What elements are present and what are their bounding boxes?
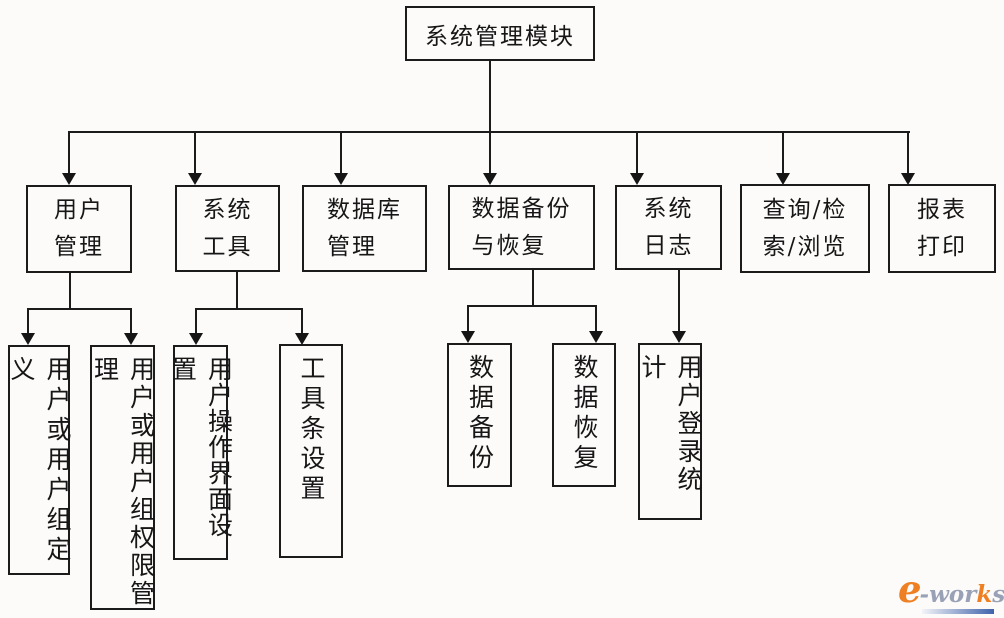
connector-drop (907, 131, 909, 173)
arrowhead (189, 333, 203, 345)
eworks-logo-mid: -wor (919, 581, 977, 608)
connector-drop (130, 308, 132, 333)
connector-stem (69, 273, 71, 310)
node-label: 报表 打印 (917, 196, 967, 260)
eworks-logo-gradient-bar (922, 609, 994, 614)
node-user-management: 用户 管理 (26, 185, 132, 273)
connector-drop (782, 131, 784, 173)
connector-drop (68, 131, 70, 173)
node-user-group-permission-management: 用户或用户组权限管理 (90, 345, 156, 610)
connector-drop (636, 131, 638, 173)
arrowhead (188, 173, 202, 185)
node-report-printing: 报表 打印 (888, 184, 996, 273)
node-label: 用户或用户组权限管理 (90, 356, 156, 608)
connector-drop (340, 131, 342, 173)
arrowhead (62, 173, 76, 185)
connector-stem (532, 270, 534, 307)
connector-drop (301, 308, 303, 333)
eworks-logo-s: s (992, 581, 1004, 608)
node-label: 系统 日志 (643, 195, 694, 259)
connector-rail (467, 305, 597, 307)
node-label: 用户操作界面设置 (168, 356, 234, 538)
arrowhead (124, 333, 138, 345)
eworks-logo-e: e (898, 567, 922, 611)
connector-drop (489, 131, 491, 173)
arrowhead (672, 331, 686, 343)
node-label: 用户登录统计 (638, 354, 703, 494)
node-label: 数据备份 与恢复 (471, 195, 572, 259)
node-label: 数据库 管理 (327, 196, 402, 260)
node-user-group-definition: 用户或用户组定义 (7, 345, 72, 575)
arrowhead (901, 173, 915, 185)
connector-rail (195, 308, 303, 310)
node-label: 工具条设置 (297, 355, 326, 505)
arrowhead (21, 333, 35, 345)
node-label: 系统管理模块 (425, 23, 575, 50)
node-data-backup: 数据备份 (447, 343, 512, 487)
arrowhead (483, 173, 497, 185)
node-system-tools: 系统 工具 (175, 185, 280, 272)
eworks-logo-k: k (976, 581, 993, 608)
connector-rail (27, 308, 132, 310)
node-label: 用户 管理 (54, 197, 104, 260)
arrowhead (295, 333, 309, 345)
node-label: 数据恢复 (570, 354, 599, 474)
eworks-watermark: e-works (898, 571, 1004, 616)
node-data-restore: 数据恢复 (552, 343, 616, 487)
arrowhead (776, 173, 790, 185)
arrowhead (630, 173, 644, 185)
node-user-interface-settings: 用户操作界面设置 (169, 345, 234, 560)
node-user-login-statistics: 用户登录统计 (638, 343, 703, 520)
connector-drop (195, 308, 197, 333)
connector-root-stem (489, 60, 491, 131)
node-query-retrieve-browse: 查询/检 索/浏览 (740, 184, 870, 273)
node-label: 系统 工具 (202, 196, 253, 260)
arrowhead (461, 331, 475, 343)
connector-drop (27, 308, 29, 333)
node-label: 用户或用户组定义 (7, 356, 72, 566)
connector-stem (678, 270, 680, 331)
node-system-log: 系统 日志 (615, 185, 722, 270)
node-label: 查询/检 索/浏览 (762, 196, 848, 260)
eworks-logo-text: e-works (898, 571, 1004, 612)
connector-drop (467, 305, 469, 331)
arrowhead (334, 173, 348, 185)
node-database-management: 数据库 管理 (302, 185, 427, 272)
connector-drop (595, 305, 597, 331)
connector-drop (194, 131, 196, 173)
node-data-backup-restore: 数据备份 与恢复 (448, 185, 595, 270)
arrowhead (589, 331, 603, 343)
node-system-management-module: 系统管理模块 (405, 6, 595, 61)
connector-stem (236, 271, 238, 310)
node-toolbar-settings: 工具条设置 (279, 344, 343, 558)
node-label: 数据备份 (465, 354, 495, 474)
